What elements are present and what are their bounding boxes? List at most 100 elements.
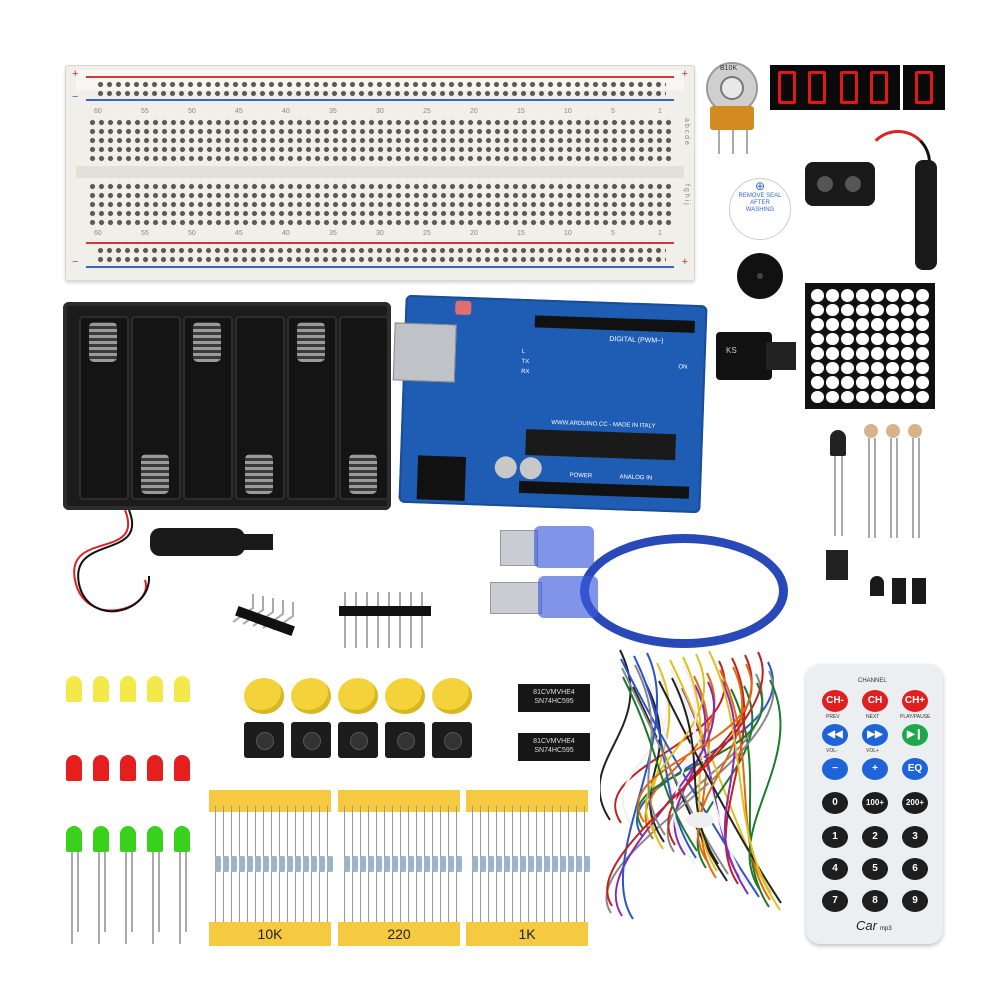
rx-label: RX xyxy=(520,368,530,376)
matrix-dot xyxy=(901,289,914,302)
matrix-dot xyxy=(886,390,899,403)
remote-2-button[interactable]: 2 xyxy=(862,826,888,848)
led xyxy=(120,826,136,852)
matrix-dot xyxy=(871,332,884,345)
matrix-dot xyxy=(826,361,839,374)
remote-next-button[interactable]: ▶▶ xyxy=(862,724,888,746)
remote-8-button[interactable]: 8 xyxy=(862,890,888,912)
terminal-holes-top xyxy=(88,118,674,164)
column-number: 5 xyxy=(611,108,615,115)
remote-4-button[interactable]: 4 xyxy=(822,858,848,880)
digital-label: DIGITAL (PWM~) xyxy=(609,335,664,345)
resistor-label-1k: 1K xyxy=(466,922,588,946)
remote-0-button[interactable]: 0 xyxy=(822,792,848,814)
led xyxy=(93,755,109,781)
resistor xyxy=(376,806,382,926)
remote-play-pause-button[interactable]: ▶❙ xyxy=(902,724,928,746)
buzzer-seal-sticker: ⊕ REMOVE SEAL AFTER WASHING xyxy=(729,178,791,240)
resistor xyxy=(472,806,478,926)
jumper-wire xyxy=(730,688,770,908)
matrix-dot xyxy=(871,361,884,374)
remote-200-button[interactable]: 200+ xyxy=(902,792,928,814)
matrix-dot xyxy=(901,332,914,345)
tilt-switch xyxy=(912,578,926,604)
column-number: 50 xyxy=(188,108,196,115)
jumper-wire xyxy=(600,649,632,821)
resistor xyxy=(456,806,462,926)
plus-icon: ⊕ xyxy=(754,179,766,193)
resistor xyxy=(360,806,366,926)
matrix-dot xyxy=(916,303,929,316)
matrix-dot xyxy=(916,347,929,360)
usb-b-plug xyxy=(500,530,538,566)
resistor xyxy=(584,806,590,926)
remote-3-button[interactable]: 3 xyxy=(902,826,928,848)
jumper-wires xyxy=(600,649,782,920)
column-number: 60 xyxy=(94,108,102,115)
row-letters-bottom: f g h i j xyxy=(683,184,690,205)
remote-6-button[interactable]: 6 xyxy=(902,858,928,880)
column-number: 55 xyxy=(141,230,149,237)
jumper-wire xyxy=(649,662,671,850)
resistor xyxy=(504,806,510,926)
rail-holes-top xyxy=(96,80,666,98)
column-number: 5 xyxy=(611,230,615,237)
header-body xyxy=(339,606,431,616)
buzzer xyxy=(737,253,783,299)
remote-7-button[interactable]: 7 xyxy=(822,890,848,912)
column-number: 10 xyxy=(564,230,572,237)
column-number: 15 xyxy=(517,230,525,237)
matrix-dot xyxy=(916,289,929,302)
column-number: 1 xyxy=(658,230,662,237)
remote-prev-button[interactable]: ◀◀ xyxy=(822,724,848,746)
jumper-wire xyxy=(748,679,782,891)
column-number: 35 xyxy=(329,230,337,237)
pot-label: B10K xyxy=(720,65,738,72)
jumper-wire xyxy=(621,671,669,827)
tactile-switch xyxy=(338,722,378,758)
led xyxy=(174,676,190,702)
column-number: 25 xyxy=(423,108,431,115)
matrix-dot xyxy=(841,347,854,360)
remote-ch-plus-button[interactable]: CH+ xyxy=(902,690,928,712)
matrix-dot xyxy=(856,289,869,302)
jumper-wire xyxy=(622,676,698,852)
remote-5-button[interactable]: 5 xyxy=(862,858,888,880)
remote-9-button[interactable]: 9 xyxy=(902,890,928,912)
resistor xyxy=(271,806,277,926)
jumper-wire xyxy=(620,658,760,898)
resistor xyxy=(408,806,414,926)
resistor xyxy=(215,806,221,926)
tactile-switch xyxy=(291,722,331,758)
matrix-dot xyxy=(856,347,869,360)
jumper-wire xyxy=(673,665,697,849)
analog-label: ANALOG IN xyxy=(619,474,653,482)
button-cap xyxy=(338,678,378,714)
resistor xyxy=(295,806,301,926)
matrix-dot xyxy=(916,361,929,374)
remote-eq-button[interactable]: EQ xyxy=(902,758,928,780)
matrix-dot xyxy=(916,390,929,403)
remote-100-button[interactable]: 100+ xyxy=(862,792,888,814)
remote-ch-button[interactable]: CH xyxy=(862,690,888,712)
9v-battery-clip xyxy=(805,120,950,275)
remote-ch-minus-button[interactable]: CH- xyxy=(822,690,848,712)
tactile-switch xyxy=(385,722,425,758)
matrix-dot xyxy=(811,347,824,360)
wire-band xyxy=(686,812,714,828)
rail-holes-bottom xyxy=(96,246,666,264)
remote-vol-plus-button[interactable]: + xyxy=(862,758,888,780)
jumper-wire xyxy=(670,668,750,888)
remote-1-button[interactable]: 1 xyxy=(822,826,848,848)
resistor xyxy=(520,806,526,926)
seal-text: REMOVE SEAL AFTER WASHING xyxy=(738,193,782,213)
jumper-wire xyxy=(693,675,717,879)
led xyxy=(147,676,163,702)
remote-vol-minus-button[interactable]: − xyxy=(822,758,848,780)
ir-receiver xyxy=(826,550,848,580)
column-number: 10 xyxy=(564,108,572,115)
header-pin xyxy=(232,594,254,623)
